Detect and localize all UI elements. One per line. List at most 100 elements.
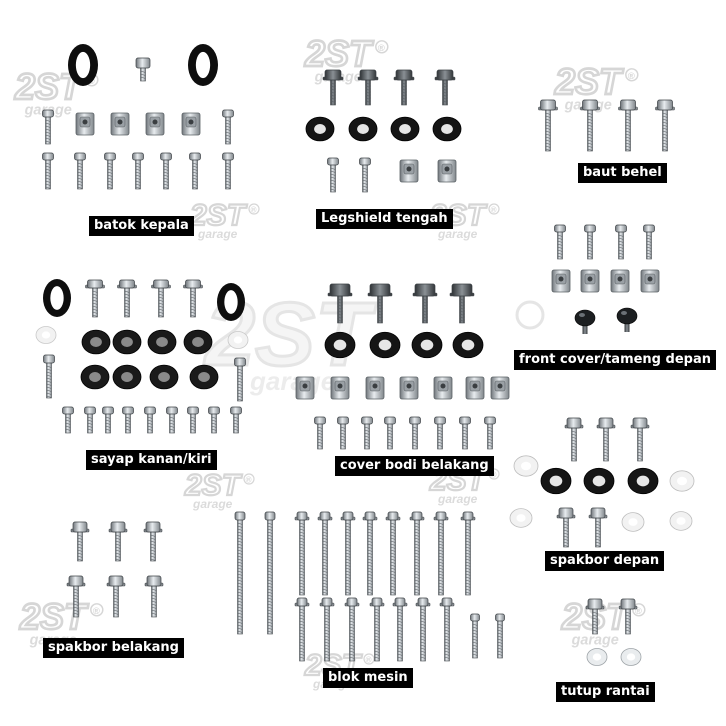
spring-clip-nut xyxy=(330,376,350,400)
washer xyxy=(513,455,539,477)
label-front-cover: front cover/tameng depan xyxy=(514,350,716,370)
black-cap-screw xyxy=(616,307,638,332)
label-spakbor-depan: spakbor depan xyxy=(545,551,665,571)
washer xyxy=(669,470,695,492)
screw xyxy=(42,152,54,190)
screw xyxy=(584,224,596,260)
spring-clip-nut xyxy=(465,376,485,400)
brass-screw xyxy=(183,279,203,318)
engine-bolt xyxy=(415,597,431,662)
engine-bolt xyxy=(392,597,408,662)
svg-text:®: ® xyxy=(628,71,636,82)
screw xyxy=(484,416,496,450)
screw xyxy=(643,224,655,260)
washer xyxy=(432,116,462,142)
bolt xyxy=(43,354,55,399)
label-spakbor-belakang: spakbor belakang xyxy=(43,638,184,658)
washer xyxy=(390,116,420,142)
engine-bolt xyxy=(439,597,455,662)
engine-bolt xyxy=(433,511,449,596)
washer xyxy=(348,116,378,142)
rubber-grommet xyxy=(217,283,245,321)
washer xyxy=(586,648,608,666)
brass-screw xyxy=(151,279,171,318)
washer xyxy=(452,331,484,359)
flange-screw xyxy=(367,283,393,324)
spring-clip-nut xyxy=(399,376,419,400)
hex-flange-bolt xyxy=(556,507,576,548)
hex-flange-bolt xyxy=(564,417,584,462)
label-cover-bodi: cover bodi belakang xyxy=(335,456,494,476)
svg-text:®: ® xyxy=(251,206,257,215)
screw xyxy=(314,416,326,450)
washer xyxy=(183,329,213,355)
rubber-grommet xyxy=(68,44,98,86)
label-batok-kepala: batok kepala xyxy=(89,216,194,236)
washer xyxy=(620,648,642,666)
svg-text:®: ® xyxy=(491,206,497,215)
long-bolt xyxy=(264,511,276,635)
label-baut-behel: baut behel xyxy=(578,163,667,183)
screw xyxy=(132,152,144,190)
washer xyxy=(627,467,659,495)
washer xyxy=(80,364,110,390)
screw xyxy=(409,416,421,450)
engine-bolt xyxy=(362,511,378,596)
spring-clip-nut xyxy=(110,112,130,136)
hex-flange-bolt xyxy=(144,575,164,618)
screw xyxy=(189,152,201,190)
svg-text:2ST: 2ST xyxy=(184,469,243,502)
hex-flange-bolt xyxy=(630,417,650,462)
spring-clip-nut xyxy=(551,269,571,293)
svg-text:garage: garage xyxy=(437,492,478,506)
hex-flange-bolt xyxy=(66,575,86,618)
washer xyxy=(669,511,693,531)
spring-clip-nut xyxy=(365,376,385,400)
flange-screw xyxy=(327,283,353,324)
screw xyxy=(102,406,114,434)
label-tutup-rantai: tutup rantai xyxy=(556,682,655,702)
screw xyxy=(359,157,371,193)
spring-clip-nut xyxy=(399,159,419,183)
svg-text:2ST: 2ST xyxy=(554,61,624,102)
svg-text:2ST: 2ST xyxy=(189,199,248,232)
shoulder-bolt xyxy=(135,57,151,82)
svg-text:®: ® xyxy=(366,656,372,665)
spring-clip-nut xyxy=(145,112,165,136)
hex-flange-bolt xyxy=(618,99,638,152)
svg-text:®: ® xyxy=(378,43,386,54)
screw xyxy=(187,406,199,434)
hex-flange-bolt xyxy=(538,99,558,152)
washer xyxy=(324,331,356,359)
flange-screw xyxy=(449,283,475,324)
spring-clip-nut xyxy=(490,376,510,400)
screw xyxy=(62,406,74,434)
washer xyxy=(369,331,401,359)
screw xyxy=(74,152,86,190)
flange-screw xyxy=(357,69,379,106)
spring-clip-nut xyxy=(75,112,95,136)
washer xyxy=(112,329,142,355)
svg-text:garage: garage xyxy=(197,227,238,241)
screw xyxy=(327,157,339,193)
brass-screw xyxy=(85,279,105,318)
flange-screw xyxy=(434,69,456,106)
svg-text:garage: garage xyxy=(437,227,478,241)
bolt xyxy=(234,357,246,402)
washer xyxy=(189,364,219,390)
engine-bolt xyxy=(344,597,360,662)
long-bolt xyxy=(234,511,246,635)
screw xyxy=(230,406,242,434)
label-blok-mesin: blok mesin xyxy=(323,668,413,688)
hex-flange-bolt xyxy=(143,521,163,562)
washer xyxy=(305,116,335,142)
washer xyxy=(583,467,615,495)
screw xyxy=(222,152,234,190)
screw xyxy=(160,152,172,190)
label-legshield-tengah: Legshield tengah xyxy=(316,209,453,229)
